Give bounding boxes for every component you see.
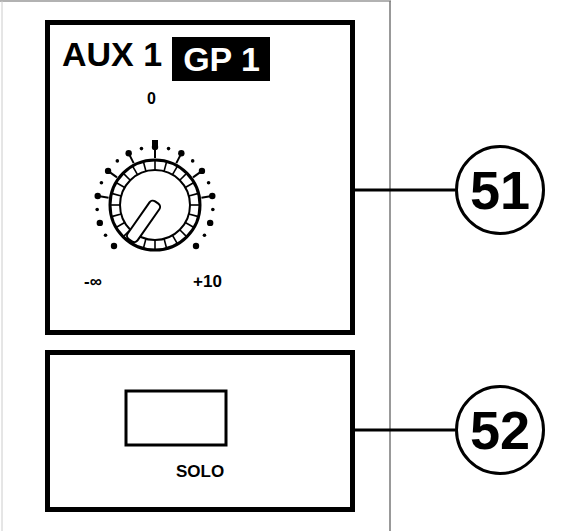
scale-tick	[176, 155, 180, 163]
scale-dot	[193, 243, 199, 249]
scale-label: 0	[147, 91, 156, 107]
knob-knurl	[154, 161, 156, 170]
knob-knurl	[112, 194, 121, 196]
knob-knurl	[154, 240, 156, 249]
callout-circle: 52	[455, 385, 545, 475]
leader-line	[355, 189, 455, 192]
scale-dot	[116, 159, 120, 163]
scale-tick	[154, 149, 156, 158]
callout-circle: 51	[455, 145, 545, 235]
knob-knurl	[180, 174, 186, 180]
scale-dot	[97, 220, 103, 226]
scale-dot	[140, 147, 144, 151]
knob-knurl	[185, 223, 193, 228]
scale-dot	[167, 147, 171, 151]
callout-number: 52	[470, 403, 530, 457]
solo-button	[126, 391, 226, 445]
scale-dot	[191, 159, 195, 163]
knob-knurl	[173, 235, 178, 243]
knob-knurl	[180, 230, 186, 236]
knob-knurl	[164, 239, 166, 248]
knob-knurl	[190, 204, 199, 206]
callout-number: 51	[470, 163, 530, 217]
knob-knurl	[117, 183, 125, 188]
knob-knurl	[111, 204, 120, 206]
panel-edge	[0, 0, 391, 2]
control-box: SOLO	[45, 350, 355, 512]
group-badge: GP 1	[172, 37, 270, 81]
scale-tick	[201, 196, 210, 197]
scale-dot	[111, 243, 117, 249]
knob-knurl	[164, 162, 166, 171]
knob-knurl	[189, 194, 198, 196]
scale-dot	[211, 208, 215, 212]
knob-knurl	[112, 214, 121, 216]
scale-tick	[110, 172, 117, 177]
control-box: AUX 1 0 -∞ +10 GP 1	[45, 20, 355, 335]
scale-tick	[100, 196, 109, 197]
scale-label: +10	[193, 273, 222, 290]
knob-knurl	[117, 223, 125, 228]
scale-dot	[104, 234, 108, 238]
scale-dot	[203, 234, 207, 238]
scale-tick	[130, 155, 134, 163]
scale-tick	[193, 172, 200, 177]
rotary-knob	[95, 140, 216, 250]
knob-knurl	[189, 214, 198, 216]
control-label: SOLO	[176, 463, 224, 480]
control-label: GP 1	[183, 42, 260, 76]
control-label: AUX 1	[62, 37, 162, 71]
panel-edge	[2, 1, 3, 531]
leader-line	[355, 429, 455, 432]
knob-knurl	[133, 167, 138, 175]
scale-dot	[100, 181, 104, 185]
knob-knurl	[124, 174, 130, 180]
scale-mark	[152, 140, 158, 146]
knob-knurl	[144, 239, 146, 248]
panel-edge	[389, 1, 391, 531]
scale-dot	[207, 181, 211, 185]
knob-pointer	[125, 199, 161, 244]
scale-label: -∞	[84, 273, 102, 290]
knob-ring	[110, 160, 200, 250]
knob-knurl	[144, 162, 146, 171]
knob-knurl	[185, 183, 193, 188]
scale-dot	[95, 208, 99, 212]
knob-knurl	[173, 167, 178, 175]
scale-dot	[207, 220, 213, 226]
